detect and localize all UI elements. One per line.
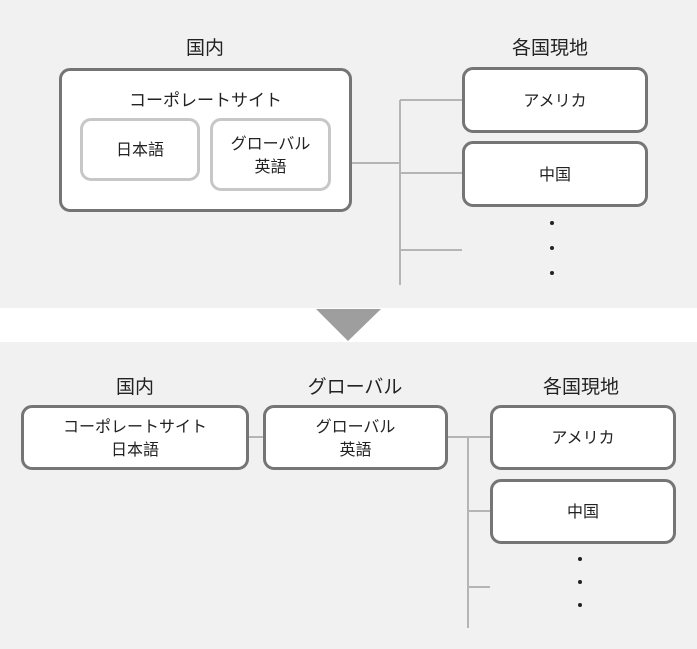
america-label: アメリカ [523,90,587,110]
china-label: 中国 [566,502,599,521]
global-site-language: 英語 [339,439,372,459]
japanese-site-box: 日本語 [80,118,200,181]
heading-local: 各国現地 [511,37,588,59]
ellipsis-dot [578,603,582,607]
heading-domestic: 国内 [115,376,154,398]
ellipsis-dot [550,271,554,275]
china-box: 中国 [490,479,676,544]
ellipsis-dot [578,580,582,584]
corporate-site-label: コーポレートサイト [129,91,282,111]
global-site-label: グローバル [315,416,396,436]
heading-domestic: 国内 [185,37,224,59]
china-label: 中国 [538,164,571,184]
heading-global: グローバル [307,376,403,398]
america-box: アメリカ [490,405,676,470]
global-site-box: グローバル 英語 [210,118,331,191]
global-site-language: 英語 [254,156,287,176]
america-box: アメリカ [462,67,648,133]
corporate-japanese-box: コーポレートサイト 日本語 [21,405,249,470]
ellipsis-dot [550,246,554,250]
corporate-site-label: コーポレートサイト [62,416,207,436]
global-site-label: グローバル [230,133,311,153]
global-english-box: グローバル 英語 [263,405,448,470]
ellipsis-dot [550,221,554,225]
japanese-site-label: 日本語 [115,140,164,159]
down-arrow-icon [316,309,381,341]
china-box: 中国 [462,141,648,207]
heading-local: 各国現地 [542,376,619,398]
ellipsis-dot [578,557,582,561]
america-label: アメリカ [551,428,615,447]
corporate-site-language: 日本語 [110,439,159,459]
